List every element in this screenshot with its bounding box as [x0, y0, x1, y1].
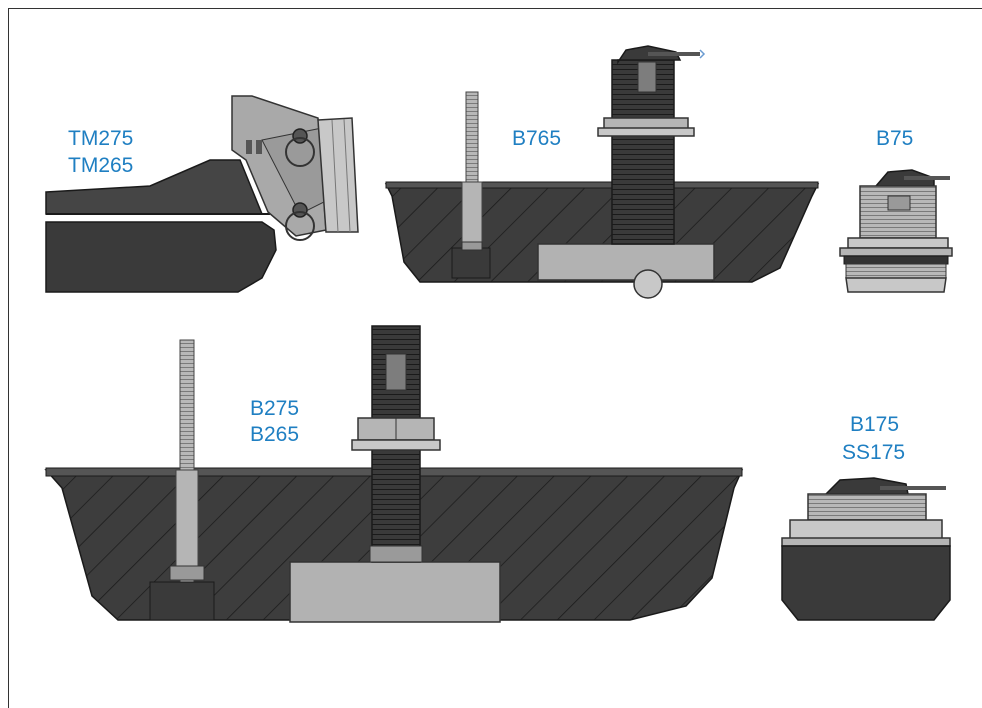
label-tm265: TM265 — [68, 154, 134, 177]
label-b765: B765 — [512, 127, 562, 150]
label-b175: B175 — [850, 413, 900, 436]
label-tm275: TM275 — [68, 127, 134, 150]
b175-transducer — [781, 477, 951, 621]
label-ss175: SS175 — [842, 441, 906, 464]
diagram-frame — [8, 8, 982, 708]
transducer-diagram — [44, 45, 953, 623]
b275-hull-section — [44, 325, 744, 623]
tm275-transducer — [45, 95, 359, 293]
label-b275: B275 — [250, 397, 300, 420]
label-b75: B75 — [876, 127, 914, 150]
b765-hull-section — [384, 45, 820, 299]
label-b265: B265 — [250, 423, 300, 446]
b75-transducer — [839, 169, 953, 293]
